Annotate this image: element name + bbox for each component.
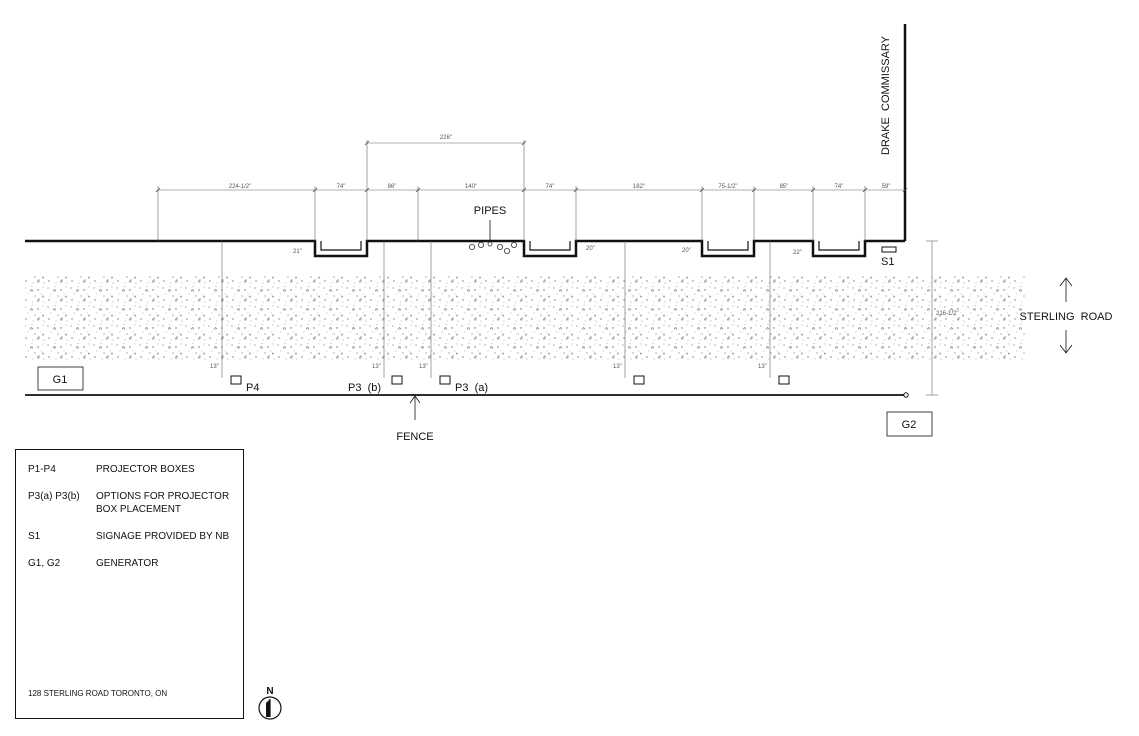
pipes-label: PIPES	[474, 205, 506, 217]
legend-desc: PROJECTOR BOXES	[96, 464, 195, 475]
pipes-cluster	[468, 241, 517, 254]
fence-label: FENCE	[396, 431, 433, 443]
legend-desc: OPTIONS FOR PROJECTOR BOX PLACEMENT	[96, 491, 230, 515]
dim-140: 140"	[465, 184, 477, 190]
legend-code: S1	[28, 531, 41, 542]
dim-75: 75-1/2"	[718, 184, 737, 190]
projector-box-p3b	[391, 375, 403, 385]
north-label: N	[266, 686, 273, 697]
dim-right: 216-1/2"	[936, 311, 958, 317]
legend-desc: SIGNAGE PROVIDED BY NB	[96, 531, 230, 542]
p3b-label: P3 (b)	[348, 382, 381, 394]
dimension-ticks	[155, 140, 908, 193]
niche-2	[529, 241, 571, 251]
dim-74-b: 74"	[546, 184, 555, 190]
dim-13-a: 13"	[210, 364, 219, 370]
dim-74-c: 74"	[835, 184, 844, 190]
niche-4	[818, 241, 860, 251]
dim-13-c: 13"	[419, 364, 428, 370]
street-arrow-head-up	[1059, 277, 1073, 287]
dim-20-a: 20"	[586, 246, 595, 252]
s1-label: S1	[881, 256, 894, 268]
dim-22: 22"	[793, 250, 802, 256]
niche-1	[320, 241, 362, 251]
dim-182: 182"	[633, 184, 645, 190]
projector-box-p3a	[439, 375, 451, 385]
fence-end-post	[903, 392, 909, 398]
dim-13-b: 13"	[372, 364, 381, 370]
street-arrow-head-down	[1059, 344, 1073, 354]
g1-label: G1	[53, 374, 68, 386]
dim-224: 224-1/2"	[229, 184, 251, 190]
generator-g1	[37, 366, 84, 391]
legend-code: P3(a) P3(b)	[28, 491, 80, 502]
g2-label: G2	[902, 419, 917, 431]
projector-box-p1	[778, 375, 790, 385]
p4-label: P4	[246, 382, 259, 394]
dim-13-d: 13"	[613, 364, 622, 370]
dim-226: 226"	[440, 135, 452, 141]
site-address: 128 STERLING ROAD TORONTO, ON	[28, 689, 168, 698]
dim-86: 86"	[388, 184, 397, 190]
gravel-strip	[25, 276, 1025, 362]
dim-13-e: 13"	[758, 364, 767, 370]
legend-box: P1-P4 PROJECTOR BOXES P3(a) P3(b) OPTION…	[15, 449, 244, 719]
signage-s1	[881, 246, 897, 253]
dim-74-a: 74"	[337, 184, 346, 190]
dim-20-b: 20"	[682, 248, 691, 254]
north-arrow-icon	[266, 699, 270, 717]
projector-box-p2	[633, 375, 645, 385]
legend-desc: GENERATOR	[96, 558, 159, 569]
dim-21: 21"	[293, 249, 302, 255]
building-label: DRAKE COMMISSARY	[880, 35, 892, 155]
fence-arrow-head	[409, 395, 421, 404]
dimension-lines	[157, 140, 938, 396]
generator-g2	[886, 411, 933, 437]
legend-code: P1-P4	[28, 464, 56, 475]
p3a-label: P3 (a)	[455, 382, 488, 394]
projector-box-p4	[230, 375, 242, 385]
building-frontage	[25, 239, 905, 258]
dim-59: 59"	[882, 184, 891, 190]
street-label: STERLING ROAD	[1020, 311, 1113, 323]
niche-3	[707, 241, 749, 251]
dim-85: 85"	[780, 184, 789, 190]
legend-code: G1, G2	[28, 558, 61, 569]
